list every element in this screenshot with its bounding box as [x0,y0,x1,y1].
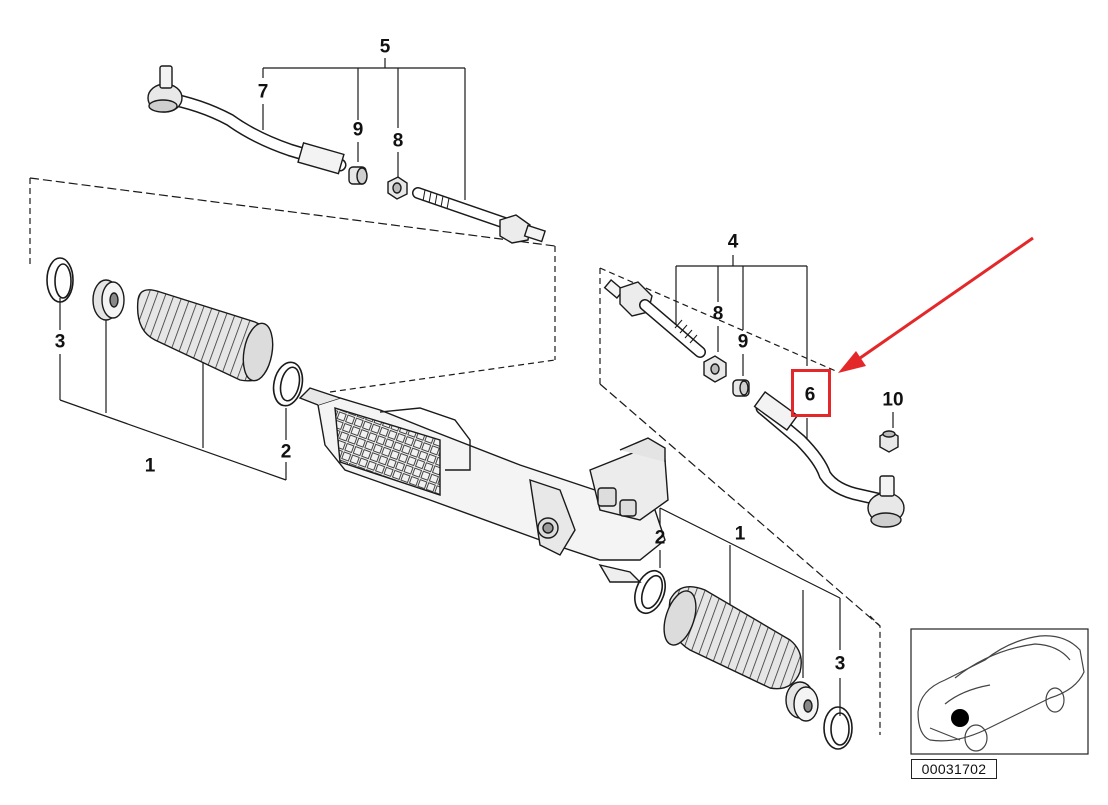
label-right-clip: 3 [834,653,846,675]
label-upper-ring: 9 [352,119,364,141]
left-clamp [272,361,304,407]
upper-nut [387,176,408,200]
right-inner-tie-rod [603,279,706,358]
right-boot [663,586,802,690]
locator-inset [910,628,1089,755]
right-clamp [634,569,666,615]
leader-lines [29,58,894,735]
upper-outer-tie-rod [147,65,347,175]
label-upper-assembly: 5 [379,36,391,58]
label-right-clamp: 2 [654,527,666,549]
label-right-ring: 9 [737,331,749,353]
left-seat-ring [92,279,125,321]
label-right-assembly: 4 [727,231,739,253]
upper-ring [348,166,368,185]
car-outline [917,635,1085,752]
label-left-boot: 1 [144,455,156,477]
locator-dot [951,709,969,727]
right-outer-tie-rod [753,390,905,528]
label-right-outer-tie-rod: 6 [804,384,816,406]
right-seat-ring [785,681,819,722]
highlight-box [791,369,831,417]
right-ring [732,379,750,397]
self-lock-nut [879,430,899,453]
left-boot [136,289,274,382]
label-upper-outer-tie-rod: 7 [257,81,269,103]
label-left-clamp: 2 [280,441,292,463]
label-right-nut: 8 [712,303,724,325]
label-self-lock-nut: 10 [882,389,904,411]
label-right-boot: 1 [734,523,746,545]
steering-rack [298,387,669,583]
left-clip [46,257,74,303]
annotation-arrow [838,236,1034,373]
label-left-clip: 3 [54,331,66,353]
upper-inner-tie-rod [412,187,546,244]
label-upper-nut: 8 [392,130,404,152]
right-nut [703,355,727,383]
right-clip [823,706,853,750]
reference-number: 00031702 [911,759,997,779]
